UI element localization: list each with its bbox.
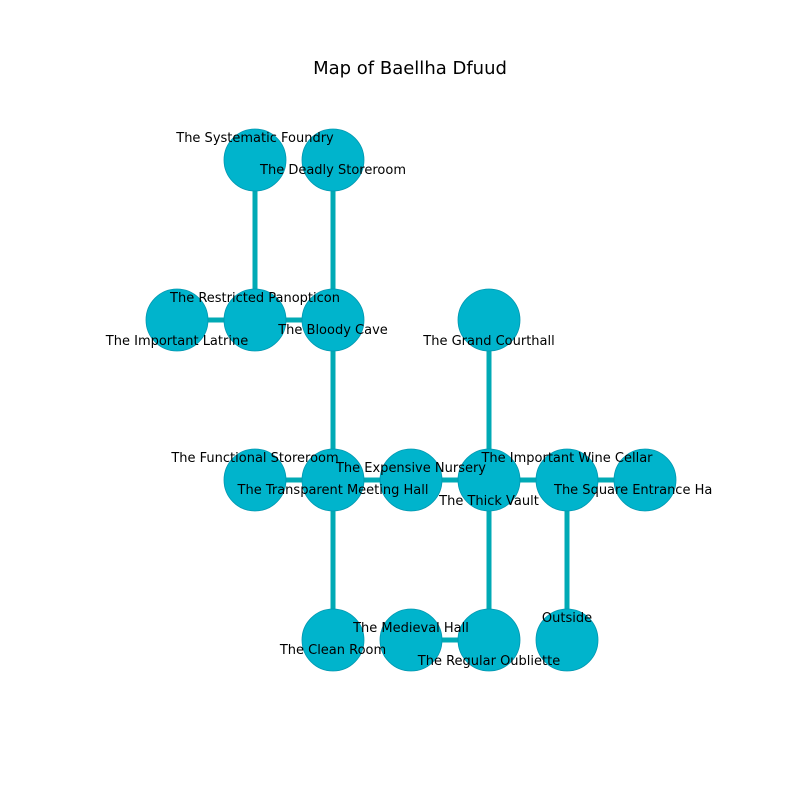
room-node-thick-vault	[457, 448, 521, 512]
room-node-transparent-meeting-hall	[301, 448, 365, 512]
map-connections	[177, 160, 645, 643]
room-label-expensive-nursery: The Expensive Nursery	[335, 461, 486, 476]
room-node-restricted-panopticon	[223, 288, 287, 352]
room-node-square-entrance-hall	[613, 448, 677, 512]
room-label-restricted-panopticon: The Restricted Panopticon	[169, 291, 340, 306]
room-node-important-wine-cellar	[535, 448, 599, 512]
room-label-regular-oubliette: The Regular Oubliette	[417, 654, 560, 669]
room-node-deadly-storeroom	[301, 128, 365, 192]
room-node-clean-room	[301, 608, 365, 672]
room-label-functional-storeroom: The Functional Storeroom	[170, 451, 338, 466]
room-label-bloody-cave: The Bloody Cave	[277, 323, 388, 338]
room-label-important-latrine: The Important Latrine	[105, 334, 248, 349]
room-label-clean-room: The Clean Room	[279, 643, 386, 658]
room-label-important-wine-cellar: The Important Wine Cellar	[480, 451, 653, 466]
room-node-important-latrine	[145, 288, 209, 352]
room-node-outside	[535, 608, 599, 672]
room-label-systematic-foundry: The Systematic Foundry	[175, 131, 334, 146]
room-label-outside: Outside	[542, 611, 592, 626]
room-label-grand-courthall: The Grand Courthall	[422, 334, 554, 349]
room-node-medieval-hall	[379, 608, 443, 672]
room-node-functional-storeroom	[223, 448, 287, 512]
room-label-square-entrance-hall: The Square Entrance Ha	[553, 483, 712, 498]
room-label-deadly-storeroom: The Deadly Storeroom	[259, 163, 406, 178]
room-label-medieval-hall: The Medieval Hall	[352, 621, 469, 636]
room-node-systematic-foundry	[223, 128, 287, 192]
map-title: Map of Baellha Dfuud	[313, 58, 507, 79]
room-label-transparent-meeting-hall: The Transparent Meeting Hall	[237, 483, 429, 498]
room-node-regular-oubliette	[457, 608, 521, 672]
room-label-thick-vault: The Thick Vault	[438, 494, 539, 509]
room-node-grand-courthall	[457, 288, 521, 352]
room-node-bloody-cave	[301, 288, 365, 352]
map-rooms	[145, 128, 677, 672]
room-node-expensive-nursery	[379, 448, 443, 512]
